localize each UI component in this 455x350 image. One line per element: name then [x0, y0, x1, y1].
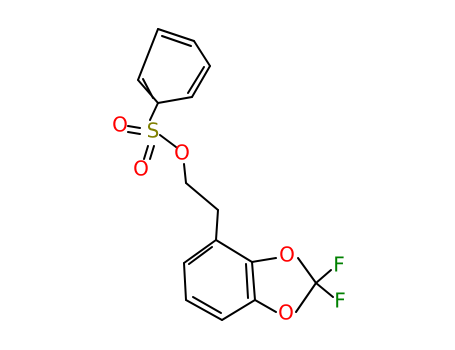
phenyl-ring	[137, 28, 211, 104]
oxygen-label: O	[133, 157, 149, 181]
oxygen-label: O	[279, 243, 295, 267]
bond-phenyl-s	[149, 102, 159, 121]
bond-s-o	[159, 134, 177, 148]
fluorine-label: F	[333, 253, 345, 277]
ethyl-linker	[183, 163, 219, 241]
cf-bonds	[315, 269, 334, 298]
oxygen-label: O	[112, 113, 128, 137]
benzodioxole-ring	[183, 239, 256, 321]
fluorine-label: F	[334, 289, 346, 313]
dioxole-bonds	[251, 257, 317, 313]
sulfur-label: S	[147, 119, 160, 143]
oxygen-label: O	[278, 301, 294, 325]
sulfonyl-bonds	[127, 125, 155, 160]
oxygen-label: O	[174, 141, 190, 165]
